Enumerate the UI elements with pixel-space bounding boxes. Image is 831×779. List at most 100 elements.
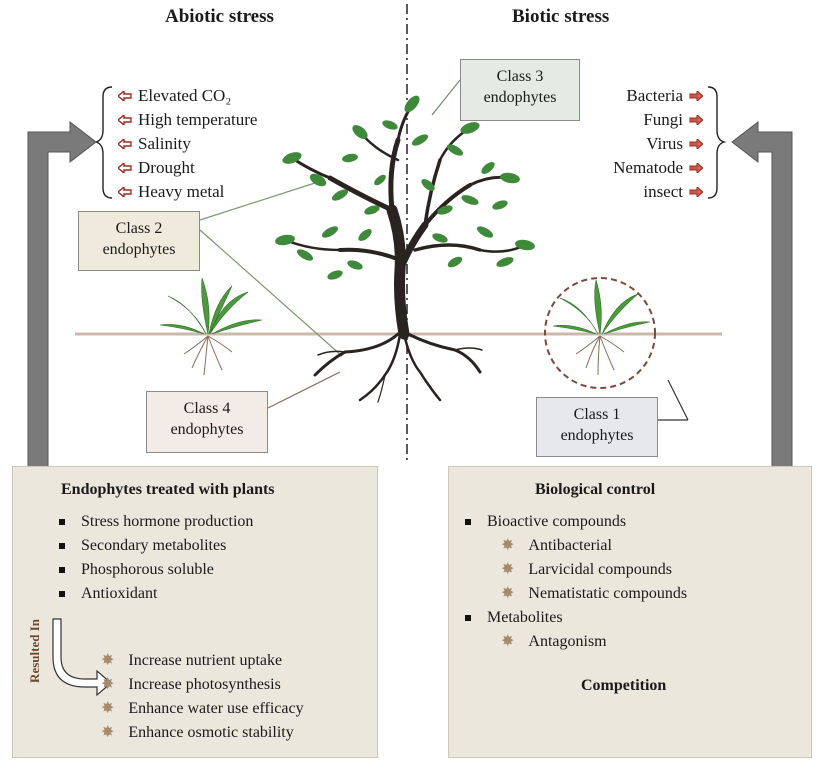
class2-connector-a — [199, 181, 319, 221]
left-loop-arrow — [21, 120, 97, 497]
class3-title: Class 3 — [496, 68, 544, 85]
right-arrow-icon — [689, 163, 703, 173]
sub-item: ✸ Nematistatic compounds — [501, 582, 687, 606]
abiotic-brace — [93, 86, 113, 199]
abiotic-label: Heavy metal — [138, 182, 225, 201]
result-text: Enhance osmotic stability — [128, 724, 294, 741]
right-panel-title: Biological control — [535, 481, 656, 498]
biotic-label: Fungi — [643, 110, 683, 129]
class3-connector — [431, 79, 461, 116]
biotic-label: Virus — [646, 134, 683, 153]
left-grass — [159, 277, 263, 335]
bullet-item: Bioactive compounds — [465, 510, 687, 534]
class3-subtitle: endophytes — [483, 89, 557, 106]
biotic-heading: Biotic stress — [512, 6, 610, 27]
class4-connector — [267, 371, 341, 409]
left-grass-roots — [183, 335, 233, 376]
abiotic-label: High temperature — [138, 110, 258, 129]
square-bullet-icon — [59, 519, 65, 525]
resulted-in-label: Resulted In — [27, 619, 42, 683]
result-text: Increase photosynthesis — [128, 676, 281, 693]
abiotic-item: Heavy metal — [118, 180, 257, 204]
abiotic-heading: Abiotic stress — [165, 6, 274, 27]
abiotic-label: Salinity — [138, 134, 191, 153]
star-bullet-icon: ✸ — [101, 724, 115, 741]
biotic-label: Nematode — [613, 158, 683, 177]
bullet-item: Antioxidant — [59, 582, 253, 606]
class4-subtitle: endophytes — [170, 421, 244, 438]
left-results: ✸ Increase nutrient uptake ✸ Increase phot… — [101, 649, 304, 745]
square-bullet-icon — [59, 567, 65, 573]
sub-text: Antibacterial — [528, 537, 612, 554]
class1-title: Class 1 — [573, 406, 621, 423]
dashed-circle — [544, 277, 656, 389]
right-grass — [552, 279, 651, 335]
result-item: ✸ Enhance osmotic stability — [101, 721, 304, 745]
biotic-item: insect — [613, 180, 703, 204]
class4-box: Class 4 endophytes — [146, 391, 268, 453]
star-bullet-icon: ✸ — [501, 537, 515, 554]
class3-box: Class 3 endophytes — [460, 59, 580, 121]
curved-arrow-icon — [52, 618, 109, 697]
star-bullet-icon: ✸ — [101, 700, 115, 717]
sub-text: Larvicidal compounds — [528, 561, 672, 578]
sub-text: Nematistatic compounds — [528, 585, 688, 602]
class2-connector-b — [199, 229, 343, 357]
biotic-item: Nematode — [613, 156, 703, 180]
left-panel-title: Endophytes treated with plants — [61, 481, 275, 498]
right-panel: Biological control Bioactive compounds ✸… — [448, 466, 812, 758]
class1-box: Class 1 endophytes — [536, 397, 658, 457]
square-bullet-icon — [465, 615, 471, 621]
right-arrow-icon — [689, 91, 703, 101]
square-bullet-icon — [59, 543, 65, 549]
abiotic-item: Elevated CO₂ — [118, 84, 257, 108]
bullet-item: Phosphorous soluble — [59, 558, 253, 582]
biotic-item: Bacteria — [613, 84, 703, 108]
bullet-item: Stress hormone production — [59, 510, 253, 534]
star-bullet-icon: ✸ — [501, 561, 515, 578]
star-bullet-icon: ✸ — [501, 585, 515, 602]
left-arrow-icon — [118, 139, 132, 149]
left-arrow-icon — [118, 187, 132, 197]
result-text: Enhance water use efficacy — [128, 700, 304, 717]
right-grass-roots — [575, 335, 625, 376]
left-arrow-icon — [118, 91, 132, 101]
left-arrow-icon — [118, 115, 132, 125]
bullet-text: Bioactive compounds — [487, 513, 627, 530]
sub-text: Antagonism — [528, 633, 607, 650]
tree-roots — [313, 332, 483, 403]
abiotic-list: Elevated CO₂ High temperature Salinity D… — [118, 84, 257, 204]
biotic-list: Bacteria Fungi Virus Nematode insect — [613, 84, 703, 204]
square-bullet-icon — [465, 519, 471, 525]
abiotic-item: Salinity — [118, 132, 257, 156]
abiotic-item: High temperature — [118, 108, 257, 132]
tree-leaves — [275, 95, 535, 280]
biotic-item: Virus — [613, 132, 703, 156]
bullet-text: Secondary metabolites — [81, 537, 227, 554]
bullet-item: Metabolites — [465, 606, 687, 630]
result-item: ✸ Increase photosynthesis — [101, 673, 304, 697]
class2-box: Class 2 endophytes — [78, 211, 200, 271]
star-bullet-icon: ✸ — [101, 652, 115, 669]
right-bullets: Bioactive compounds ✸ Antibacterial ✸ Larv… — [465, 510, 687, 654]
bullet-item: Secondary metabolites — [59, 534, 253, 558]
abiotic-label: Elevated CO₂ — [138, 86, 232, 105]
class4-title: Class 4 — [183, 400, 231, 417]
biotic-item: Fungi — [613, 108, 703, 132]
star-bullet-icon: ✸ — [501, 633, 515, 650]
square-bullet-icon — [59, 591, 65, 597]
biotic-label: insect — [643, 182, 683, 201]
abiotic-label: Drought — [138, 158, 195, 177]
result-text: Increase nutrient uptake — [128, 652, 283, 669]
class1-connector-b — [667, 379, 689, 421]
star-bullet-icon: ✸ — [101, 676, 115, 693]
left-panel: Endophytes treated with plants Stress ho… — [12, 466, 378, 758]
competition-label: Competition — [581, 677, 667, 694]
right-arrow-icon — [689, 187, 703, 197]
result-item: ✸ Increase nutrient uptake — [101, 649, 304, 673]
sub-item: ✸ Larvicidal compounds — [501, 558, 687, 582]
result-item: ✸ Enhance water use efficacy — [101, 697, 304, 721]
right-arrow-icon — [689, 139, 703, 149]
left-arrow-icon — [118, 163, 132, 173]
bullet-text: Phosphorous soluble — [81, 561, 214, 578]
